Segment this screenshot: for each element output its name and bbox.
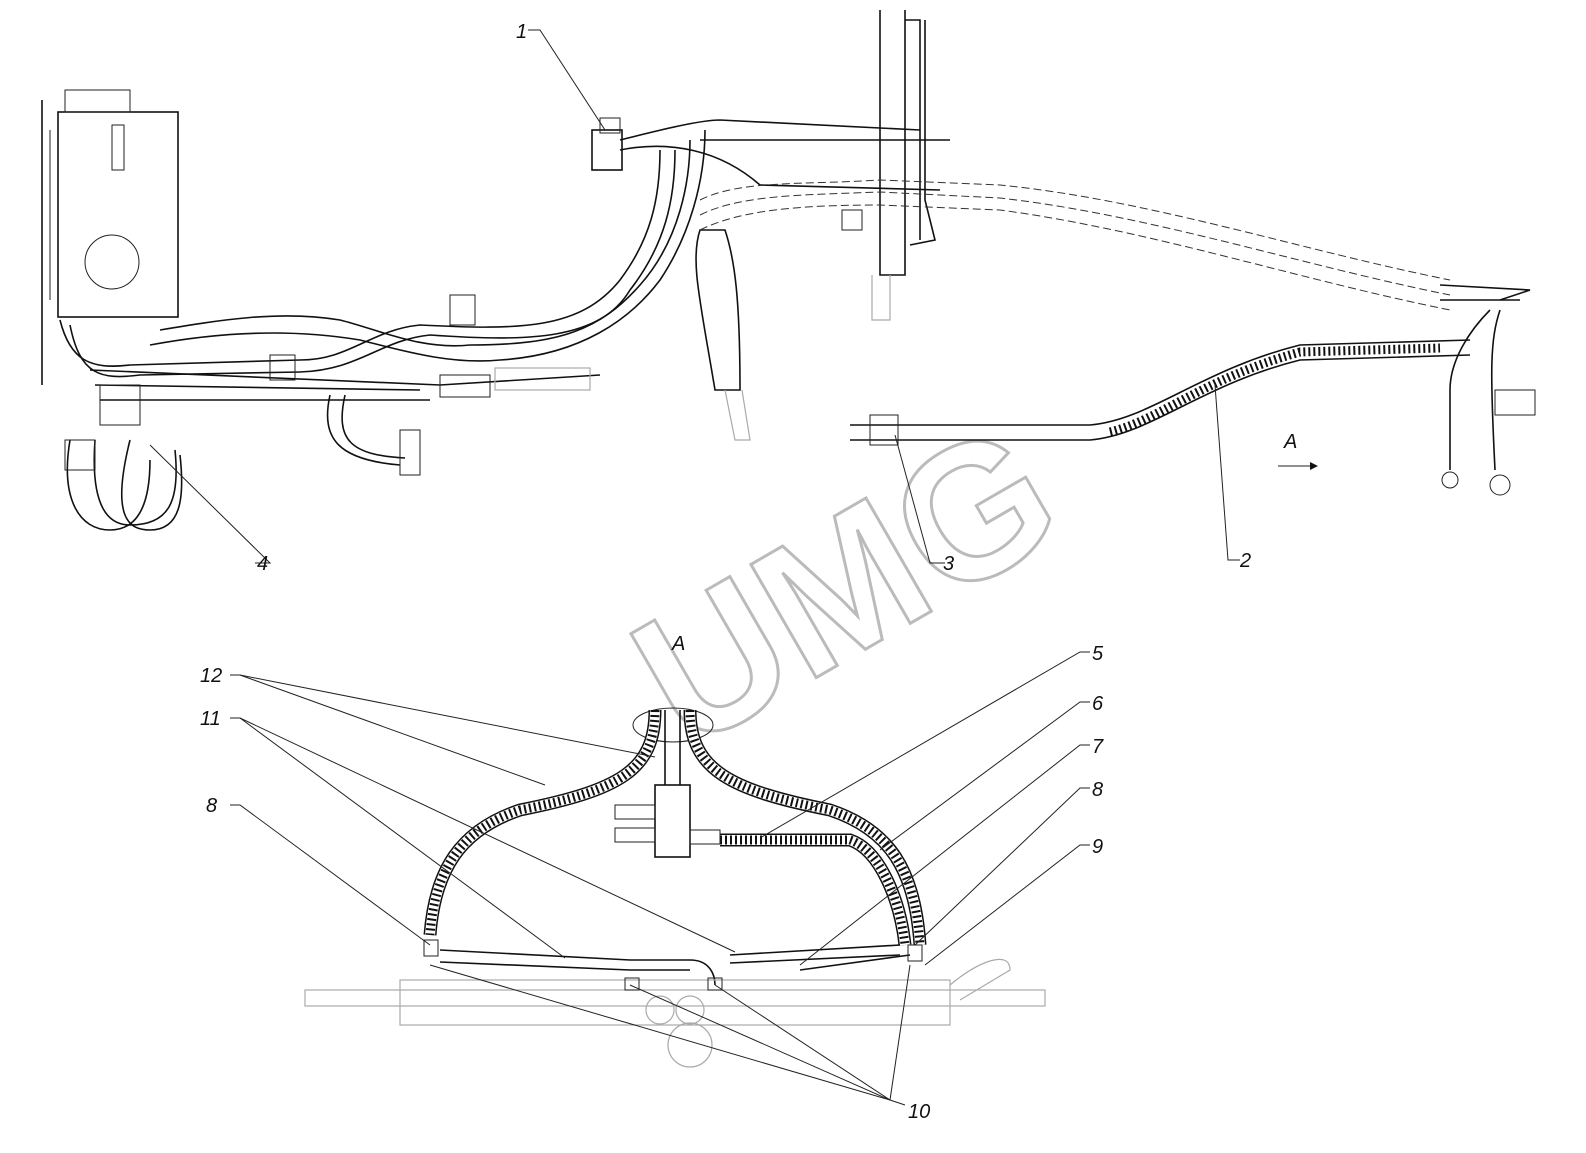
callout-leaders-bottom (230, 651, 1090, 1106)
hydraulic-tank (41, 89, 179, 385)
hose-bundle-left (59, 129, 706, 531)
valve-block (591, 117, 950, 191)
callout-6: 6 (1092, 693, 1104, 715)
dashed-hose-routing (699, 179, 1451, 311)
callout-1: 1 (516, 21, 527, 43)
callout-5: 5 (1092, 643, 1104, 665)
right-hose-assembly (850, 284, 1536, 496)
view-label-a-bottom: A (671, 633, 685, 655)
callout-7: 7 (1092, 736, 1104, 758)
callout-9: 9 (1092, 836, 1103, 858)
callout-4: 4 (257, 553, 268, 575)
view-label-a-top: A (1283, 431, 1297, 453)
callout-2: 2 (1239, 550, 1251, 572)
callout-3: 3 (943, 553, 954, 575)
callout-8-left: 8 (206, 795, 217, 817)
watermark: UMG (601, 383, 1091, 788)
callout-leaders-top (149, 29, 1318, 564)
view-a-detail (304, 707, 1046, 1068)
callout-8-right: 8 (1092, 779, 1103, 801)
callout-11: 11 (200, 708, 221, 730)
callout-12: 12 (200, 665, 222, 687)
cylinders (695, 10, 936, 441)
callout-10: 10 (908, 1101, 930, 1123)
